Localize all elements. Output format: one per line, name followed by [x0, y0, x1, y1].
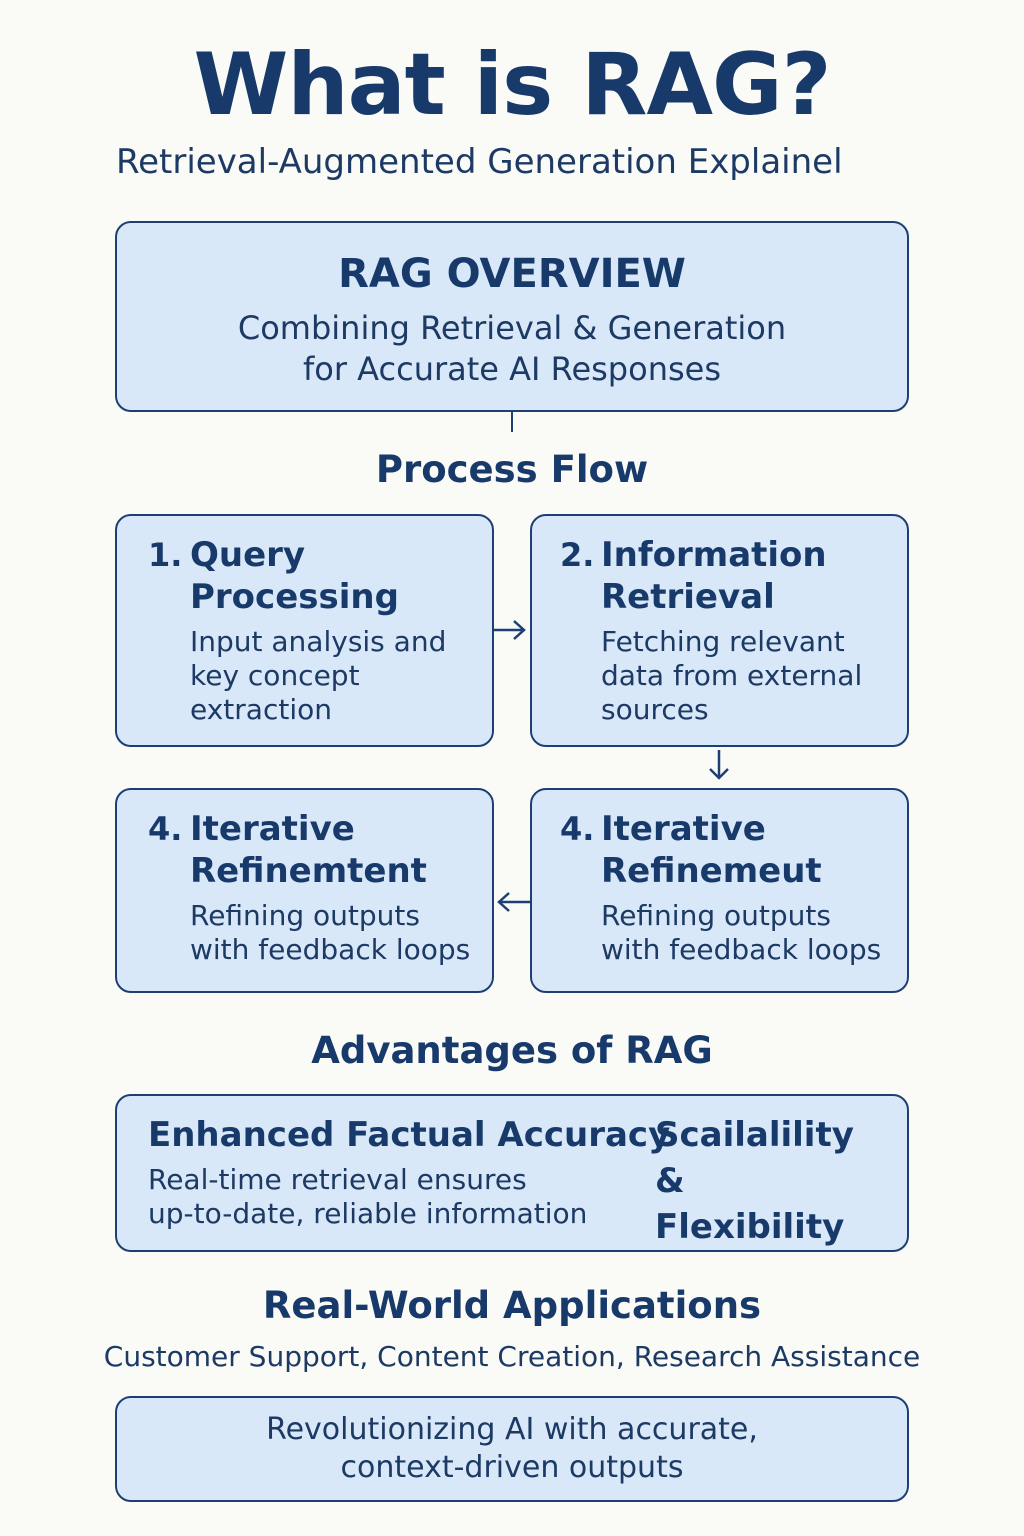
overview-box [115, 221, 909, 412]
step-2-desc-line-2: data from external [601, 659, 863, 692]
process-flow-heading: Process Flow [375, 448, 649, 491]
step-2-title-line-2: Retrieval [601, 577, 775, 617]
advantage-2-title-line-2: & Flexibility [655, 1161, 845, 1247]
page-title: What is RAG? [193, 35, 831, 135]
closing-line-2: context-driven outputs [340, 1450, 684, 1485]
closing-line-1: Revolutionizing AI with accurate, [266, 1412, 758, 1447]
step-3-number: 4. [148, 810, 183, 848]
arrow-down-icon [709, 750, 729, 780]
step-4-title: Iterative Refinemeut [601, 808, 901, 892]
step-1-desc-line-2: key concept [190, 659, 360, 692]
step-1-desc-line-1: Input analysis and [190, 625, 447, 658]
step-1-box [115, 514, 494, 747]
arrow-right-icon [492, 620, 526, 640]
step-1-number: 1. [148, 536, 183, 574]
step-2-description: Fetching relevant data from external sou… [601, 625, 891, 727]
step-1-title-line-2: Processing [190, 577, 399, 617]
closing-box [115, 1396, 909, 1502]
advantages-heading: Advantages of RAG [311, 1029, 713, 1072]
step-3-description: Refining outputs with feedback loops [190, 899, 490, 967]
page-subtitle: Retrieval-Augmented Generation Explainel [116, 142, 843, 182]
applications-heading: Real-World Applications [262, 1284, 762, 1327]
step-2-number: 2. [560, 536, 595, 574]
step-3-title-line-2: Refinemtent [190, 851, 427, 891]
step-2-title-line-1: Information [601, 535, 827, 575]
advantage-2-title-line-1: Scailalility [655, 1115, 854, 1155]
step-3-desc-line-1: Refining outputs [190, 899, 420, 932]
step-3-desc-line-2: with feedback loops [190, 933, 471, 966]
step-2-box [530, 514, 909, 747]
overview-description: Combining Retrieval & Generation for Acc… [115, 308, 909, 390]
advantage-1-description: Real-time retrieval ensures up-to-date, … [148, 1163, 618, 1231]
step-3-box [115, 788, 494, 993]
advantage-2-title: Scailalility & Flexibility [655, 1112, 885, 1250]
advantage-1-desc-line-1: Real-time retrieval ensures [148, 1163, 527, 1196]
step-4-number: 4. [560, 810, 595, 848]
step-1-desc-line-3: extraction [190, 693, 332, 726]
step-2-desc-line-1: Fetching relevant [601, 625, 845, 658]
step-4-desc-line-2: with feedback loops [601, 933, 882, 966]
step-1-title: Query Processing [190, 534, 490, 618]
step-1-description: Input analysis and key concept extractio… [190, 625, 480, 727]
advantage-1-title: Enhanced Factual Accuracy [148, 1115, 671, 1155]
overview-line-1: Combining Retrieval & Generation [237, 309, 787, 347]
step-1-title-line-1: Query [190, 535, 306, 575]
step-4-box [530, 788, 909, 993]
advantages-box [115, 1094, 909, 1252]
step-3-title: Iterative Refinemtent [190, 808, 490, 892]
overview-line-2: for Accurate AI Responses [303, 350, 721, 388]
advantage-1-desc-line-2: up-to-date, reliable information [148, 1197, 588, 1230]
step-4-title-line-1: Iterative [601, 809, 766, 849]
overview-connector-line [511, 412, 513, 432]
applications-list: Customer Support, Content Creation, Rese… [103, 1340, 921, 1373]
step-2-desc-line-3: sources [601, 693, 709, 726]
closing-text: Revolutionizing AI with accurate, contex… [115, 1411, 909, 1487]
arrow-left-icon [497, 892, 531, 912]
step-3-title-line-1: Iterative [190, 809, 355, 849]
step-4-description: Refining outputs with feedback loops [601, 899, 901, 967]
overview-title: RAG OVERVIEW [338, 251, 686, 297]
step-4-desc-line-1: Refining outputs [601, 899, 831, 932]
step-2-title: Information Retrieval [601, 534, 901, 618]
step-4-title-line-2: Refinemeut [601, 851, 822, 891]
